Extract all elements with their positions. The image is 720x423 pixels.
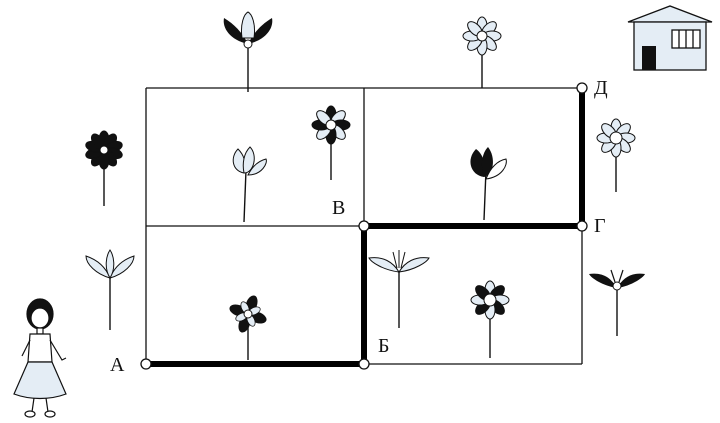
label-b: Б [378, 335, 389, 357]
flower-icon [311, 105, 351, 145]
label-d: Д [594, 77, 608, 99]
flower-icon [470, 147, 507, 180]
flower-icon [470, 280, 510, 320]
girl-icon [13, 298, 67, 418]
node-d [576, 82, 588, 94]
label-g: Г [594, 215, 606, 237]
flower-icon [589, 269, 645, 291]
node-a [140, 358, 152, 370]
house-icon [627, 5, 713, 71]
flower-icon [232, 146, 267, 176]
flower-icon [85, 249, 135, 279]
flower-icon [368, 250, 430, 273]
node-g [576, 220, 588, 232]
label-v: В [332, 197, 345, 219]
node-v [358, 220, 370, 232]
flower-icon [83, 130, 125, 170]
flower-icon [462, 16, 502, 56]
flower-icon [223, 11, 273, 49]
node-b [358, 358, 370, 370]
label-a: А [110, 354, 125, 376]
flower-icon [227, 293, 269, 335]
flower-stems [103, 42, 618, 360]
flower-icon [596, 118, 636, 158]
route-nodes [140, 82, 588, 370]
